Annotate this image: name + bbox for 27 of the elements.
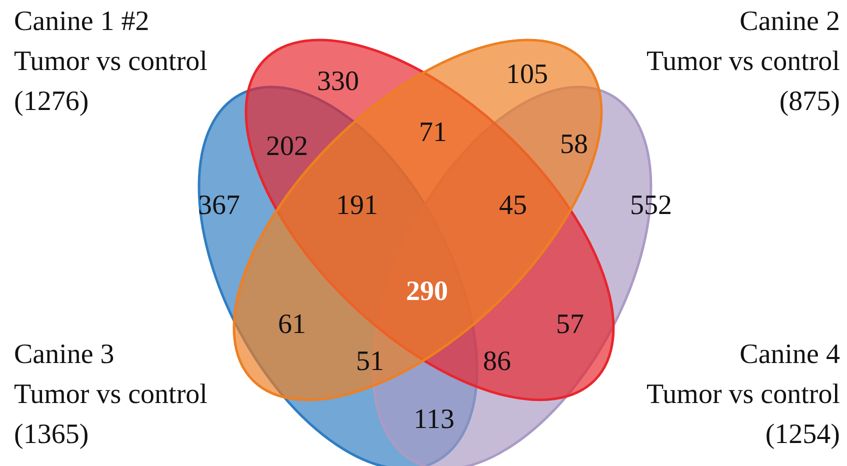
region-count: 330 bbox=[317, 66, 359, 98]
set-label: Tumor vs control bbox=[646, 44, 840, 79]
set-label: Canine 3 bbox=[14, 338, 114, 372]
set-label: Tumor vs control bbox=[646, 378, 840, 412]
region-count: 71 bbox=[419, 117, 447, 149]
region-count: 552 bbox=[630, 190, 672, 222]
region-count: 367 bbox=[198, 190, 240, 222]
set-label: Canine 1 #2 bbox=[14, 5, 150, 39]
region-count: 58 bbox=[560, 129, 588, 161]
set-label: Canine 2 bbox=[740, 5, 840, 39]
set-label: Tumor vs control bbox=[14, 44, 208, 79]
region-count: 113 bbox=[414, 404, 454, 436]
region-count: 105 bbox=[506, 59, 548, 91]
region-count: 290 bbox=[406, 276, 448, 308]
region-count: 57 bbox=[556, 309, 584, 341]
set-label: (1276) bbox=[14, 84, 89, 119]
region-count: 86 bbox=[483, 346, 511, 378]
set-label: (1365) bbox=[14, 418, 89, 452]
region-count: 45 bbox=[499, 190, 527, 222]
region-count: 191 bbox=[336, 190, 378, 222]
set-label: (875) bbox=[779, 84, 840, 119]
set-label: Tumor vs control bbox=[14, 378, 208, 412]
set-label: Canine 4 bbox=[740, 338, 840, 372]
region-count: 202 bbox=[266, 131, 308, 163]
region-count: 61 bbox=[278, 309, 306, 341]
region-count: 51 bbox=[356, 346, 384, 378]
set-label: (1254) bbox=[765, 418, 840, 452]
